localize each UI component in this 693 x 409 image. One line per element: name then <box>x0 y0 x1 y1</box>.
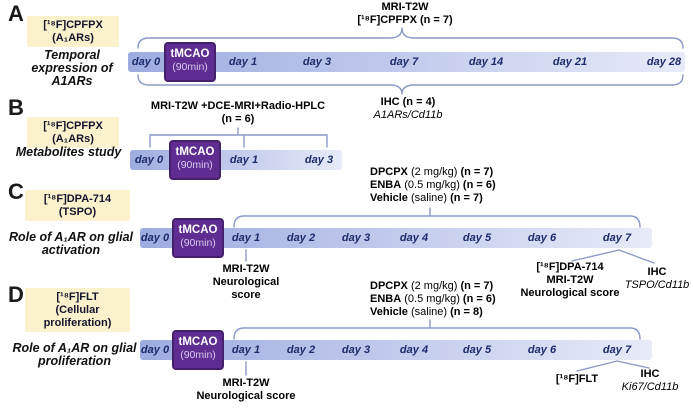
panel-c-bracket <box>233 207 641 228</box>
panel-b-tmcao-box: tMCAO (90min) <box>169 140 221 180</box>
panel-c-letter: C <box>8 179 24 204</box>
tracer-target: (Cellular proliferation) <box>43 304 112 329</box>
tracer-target: (A₁ARs) <box>52 133 94 145</box>
ihc-label: IHC (n = 4) <box>380 96 436 108</box>
panel-a-timeline-bar <box>128 52 685 72</box>
tmcao-duration: (90min) <box>180 349 216 361</box>
day-label: day 1 <box>228 56 258 68</box>
tracer-n-label: [¹⁸F]CPFPX (n = 7) <box>357 14 453 26</box>
panel-d-bracket <box>233 319 641 340</box>
tmcao-duration: (90min) <box>177 159 213 171</box>
day-label: day 1 <box>231 232 261 244</box>
day-label: day 6 <box>527 232 557 244</box>
day-label: day 3 <box>304 154 334 166</box>
treatment-line: ENBA (0.5 mg/kg) (n = 6) <box>370 293 496 305</box>
day-label: day 0 <box>140 232 170 244</box>
treatment-line: DPCPX (2 mg/kg) (n = 7) <box>370 280 494 292</box>
panel-d-letter: D <box>8 282 24 307</box>
day-label: day 7 <box>602 344 632 356</box>
panel-d-tracer-box: [¹⁸F]FLT (Cellular proliferation) <box>25 288 130 332</box>
day-label: day 5 <box>462 232 492 244</box>
day-label: day 0 <box>140 344 170 356</box>
tracer-name: [¹⁸F]CPFPX <box>43 19 103 31</box>
day-label: day 1 <box>229 154 259 166</box>
day-label: day 6 <box>527 344 557 356</box>
panel-b-description: Metabolites study <box>15 145 122 159</box>
tracer-name: [¹⁸F]FLT <box>56 291 99 303</box>
day-label: day 0 <box>131 56 161 68</box>
panel-a-top-brace <box>137 27 684 49</box>
tmcao-title: tMCAO <box>175 146 215 158</box>
panel-a-bottom-brace <box>137 74 684 95</box>
day-label: day 7 <box>602 232 632 244</box>
panel-a-tracer-box: [¹⁸F]CPFPX (A₁ARs) <box>27 16 119 47</box>
panel-b-letter: B <box>8 95 24 120</box>
n-label: (n = 6) <box>221 113 255 125</box>
panel-c-tmcao-box: tMCAO (90min) <box>172 218 224 258</box>
ihc-markers: A1ARs/Cd11b <box>373 109 443 121</box>
tmcao-title: tMCAO <box>178 336 218 348</box>
tmcao-title: tMCAO <box>178 224 218 236</box>
panel-c-treatments: DPCPX (2 mg/kg) (n = 7) ENBA (0.5 mg/kg)… <box>370 166 496 205</box>
panel-c-day1-annotation: MRI-T2W Neurological score <box>212 263 280 301</box>
panel-d-day7-annotation: [¹⁸F]FLT <box>555 373 599 385</box>
panel-c-day7-annotation: [¹⁸F]DPA-714 MRI-T2W Neurological score <box>520 261 620 299</box>
panel-a-description: Temporal expression of A1ARs <box>31 48 113 88</box>
treatment-line: DPCPX (2 mg/kg) (n = 7) <box>370 166 494 178</box>
scan-label: MRI-T2W +DCE-MRI+Radio-HPLC <box>150 100 326 112</box>
tracer-name: [¹⁸F]DPA-714 <box>43 193 112 205</box>
tmcao-duration: (90min) <box>180 237 216 249</box>
tracer-name: [¹⁸F]CPFPX <box>43 120 103 132</box>
day-label: day 2 <box>286 344 316 356</box>
panel-d-ihc-annotation: IHC Ki67/Cd11b <box>621 368 679 393</box>
tmcao-duration: (90min) <box>172 61 208 73</box>
panel-c-tracer-box: [¹⁸F]DPA-714 (TSPO) <box>25 190 130 221</box>
panel-c-description: Role of A₁AR on glial activation <box>8 230 134 257</box>
treatment-line: Vehicle (saline) (n = 8) <box>370 306 483 318</box>
panel-a-top-annotation: MRI-T2W [¹⁸F]CPFPX (n = 7) <box>357 1 452 27</box>
day-label: day 0 <box>134 154 164 166</box>
day-label: day 5 <box>462 344 492 356</box>
panel-a-bottom-annotation: IHC (n = 4) A1ARs/Cd11b <box>374 96 443 122</box>
panel-d-description: Role of A₁AR on glial proliferation <box>12 341 137 368</box>
day-label: day 1 <box>231 344 261 356</box>
day-label: day 3 <box>341 344 371 356</box>
treatment-line: ENBA (0.5 mg/kg) (n = 6) <box>370 179 496 191</box>
day-label: day 4 <box>399 232 429 244</box>
panel-b-top-annotation: MRI-T2W +DCE-MRI+Radio-HPLC (n = 6) <box>151 100 325 126</box>
panel-d-tmcao-box: tMCAO (90min) <box>172 330 224 370</box>
panel-c-ihc-annotation: IHC TSPO/Cd11b <box>624 266 690 291</box>
treatment-line: Vehicle (saline) (n = 7) <box>370 192 483 204</box>
panel-c-timeline-bar <box>140 228 652 248</box>
day-label: day 28 <box>646 56 682 68</box>
tmcao-title: tMCAO <box>170 48 210 60</box>
panel-d-timeline-bar <box>140 340 652 360</box>
day-label: day 7 <box>389 56 419 68</box>
scan-label: MRI-T2W <box>381 1 429 13</box>
day-label: day 2 <box>286 232 316 244</box>
tracer-target: (A₁ARs) <box>52 32 94 44</box>
panel-d-treatments: DPCPX (2 mg/kg) (n = 7) ENBA (0.5 mg/kg)… <box>370 280 496 319</box>
day-label: day 4 <box>399 344 429 356</box>
panel-b-tracer-box: [¹⁸F]CPFPX (A₁ARs) <box>27 117 119 148</box>
panel-a-letter: A <box>8 1 24 26</box>
day-label: day 3 <box>341 232 371 244</box>
day-label: day 3 <box>302 56 332 68</box>
panel-d-day1-annotation: MRI-T2W Neurological score <box>196 377 296 402</box>
day-label: day 14 <box>468 56 504 68</box>
panel-a-tmcao-box: tMCAO (90min) <box>164 42 216 82</box>
tracer-target: (TSPO) <box>58 206 97 218</box>
day-label: day 21 <box>552 56 588 68</box>
